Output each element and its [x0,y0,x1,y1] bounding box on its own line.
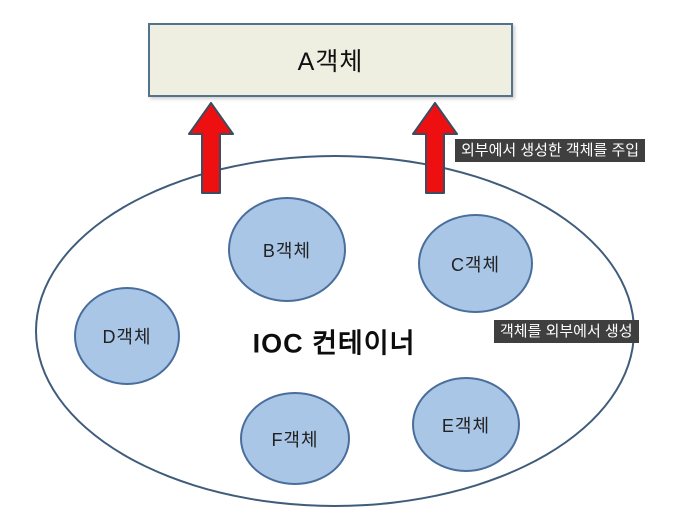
object-c-label: C객체 [450,254,501,275]
object-f-label: F객체 [271,429,319,450]
object-circle-c: C객체 [418,214,533,313]
a-object-label: A객체 [297,48,364,76]
object-b-label: B객체 [262,240,312,261]
annotation-create-label: 객체를 외부에서 생성 [494,320,639,343]
object-e-label: E객체 [441,415,491,436]
object-circle-f: F객체 [240,392,350,485]
object-circle-d: D객체 [74,287,180,385]
ioc-container-title: IOC 컨테이너 [252,328,416,359]
object-d-label: D객체 [102,327,152,347]
up-arrow-left-icon [188,102,234,194]
a-object-box: A객체 [148,23,513,97]
object-circle-e: E객체 [412,377,520,472]
up-arrow-right-icon [412,102,458,194]
annotation-inject-label: 외부에서 생성한 객체를 주입 [455,139,646,162]
object-circle-b: B객체 [228,197,346,302]
